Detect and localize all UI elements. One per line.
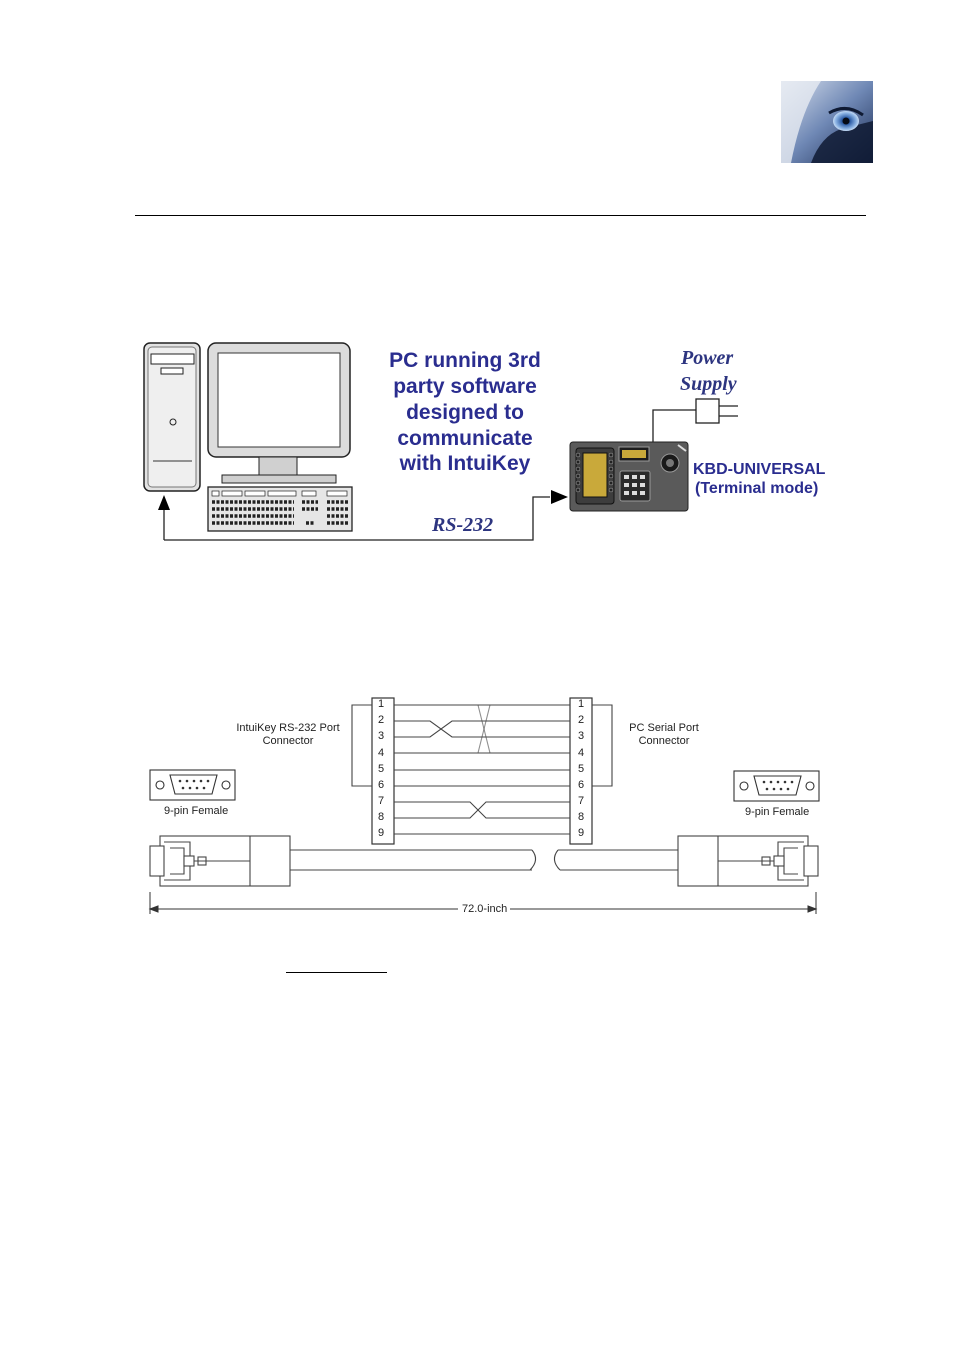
left-pin-2: 2 [378,714,385,726]
right-connector-label-2: Connector [638,735,690,747]
rs232-label: RS-232 [432,514,494,536]
right-pin-7: 7 [578,795,585,807]
right-pin-1: 1 [578,698,585,710]
kbd-universal-device-icon [569,441,689,512]
left-pin-3: 3 [378,730,385,742]
left-pin-9: 9 [378,827,385,839]
pc-text-line-3: designed to [406,401,524,424]
right-pin-5: 5 [578,763,585,775]
kbd-label-2: (Terminal mode) [695,480,819,497]
left-pin-7: 7 [378,795,385,807]
power-supply-label-2: Supply [680,373,737,395]
left-db9-face-icon [149,769,236,801]
rs232-link [163,496,550,541]
right-pin-2: 2 [578,714,585,726]
header-rule [135,215,866,216]
wolf-eye-logo [781,81,873,163]
left-pin-5: 5 [378,763,385,775]
left-pin-4: 4 [378,747,385,759]
monitor-icon [207,342,351,484]
arrow-up-icon [158,495,170,510]
left-connector-label-2: Connector [262,735,314,747]
kbd-label-1: KBD-UNIVERSAL [693,461,826,478]
keyboard-icon [207,486,353,532]
left-connector-label-1: IntuiKey RS-232 Port [236,722,340,734]
cable-icon [149,835,819,887]
length-label: 72.0-inch [462,903,508,915]
right-connector-label-1: PC Serial Port [629,722,699,734]
right-pin-block [569,697,593,845]
right-pin-6: 6 [578,779,585,791]
left-plug-label: 9-pin Female [164,805,229,817]
right-pin-3: 3 [578,730,585,742]
pc-text-line-2: party software [393,375,537,398]
pc-text-line-5: with IntuiKey [399,452,531,475]
pc-text-line-4: communicate [397,427,533,450]
right-pin-9: 9 [578,827,585,839]
right-db9-face-icon [733,770,820,802]
right-plug-label: 9-pin Female [745,806,810,818]
pc-connection-diagram [143,342,738,541]
arrow-right-icon [551,490,568,504]
left-pin-1: 1 [378,698,385,710]
right-pin-8: 8 [578,811,585,823]
footer-rule [286,972,387,973]
left-pin-6: 6 [378,779,385,791]
pc-tower-icon [143,342,201,492]
length-dimension [148,892,818,914]
pc-text-line-1: PC running 3rd [389,349,541,372]
left-pin-8: 8 [378,811,385,823]
left-pin-block [371,697,395,845]
power-supply-label-1: Power [681,347,734,369]
right-pin-4: 4 [578,747,585,759]
cable-pinout-diagram [148,697,820,914]
power-supply-icon [652,398,738,445]
